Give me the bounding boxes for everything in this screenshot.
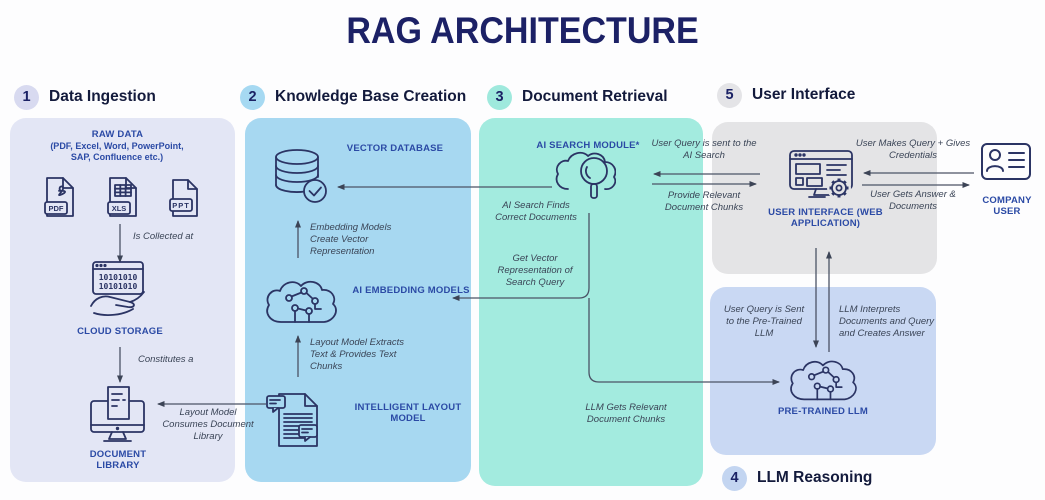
document-library-label: DOCUMENT LIBRARY [89,449,147,472]
arrow-search-to-embedding [452,213,590,301]
binary-text-row-1: 10101010 [99,273,138,282]
llm-gets-chunks-annotation: LLM Gets Relevant Document Chunks [585,402,667,425]
ai-embedding-models-icon [266,280,337,323]
pdf-file-icon: PDF [44,177,74,217]
constitutes-annotation: Constitutes a [138,354,194,365]
knowledge-base-panel [245,118,471,482]
arrow-search-to-llm [588,298,780,385]
cloud-storage-icon: 10101010 10101010 [90,261,145,316]
cloud-storage-label: CLOUD STORAGE [77,326,163,337]
ppt-file-icon: PPT [169,179,198,217]
document-retrieval-panel [479,118,703,486]
gear-icon [827,176,851,200]
pre-trained-llm-label: PRE-TRAINED LLM [777,406,869,417]
section-3-title: Document Retrieval [522,88,668,105]
search-finds-annotation: AI Search Finds Correct Documents [495,200,577,223]
embedding-create-annotation: Embedding Models Create Vector Represent… [310,222,392,257]
query-sent-annotation: User Query is sent to the AI Search [651,138,757,161]
raw-data-subtitle-1: (PDF, Excel, Word, PowerPoint, [50,141,184,151]
pre-trained-llm-icon [790,360,857,401]
xls-file-icon: XLS [107,177,137,217]
ai-embedding-models-label: AI EMBEDDING MODELS [352,285,470,296]
section-1-title: Data Ingestion [49,88,156,105]
llm-interprets-annotation: LLM Interprets Documents and Query and C… [839,304,935,339]
ai-search-module-icon [555,151,616,199]
section-1-badge: 1 [14,85,39,110]
is-collected-annotation: Is Collected at [133,231,194,242]
intelligent-layout-model-label: INTELLIGENT LAYOUT MODEL [354,402,462,425]
company-user-label: COMPANY USER [982,195,1032,218]
section-4-badge: 4 [722,466,747,491]
get-vector-annotation: Get Vector Representation of Search Quer… [497,253,573,288]
raw-data-subtitle-2: SAP, Confluence etc.) [70,152,164,162]
intelligent-layout-model-icon [266,393,318,447]
query-to-llm-annotation: User Query is Sent to the Pre-Trained LL… [723,304,805,339]
pdf-file-label: PDF [49,204,64,213]
document-library-icon [90,386,145,442]
ppt-file-label: PPT [172,201,190,210]
binary-text-row-2: 10101010 [99,282,138,291]
vector-database-icon [275,149,327,203]
section-5-title: User Interface [752,86,856,103]
page-title-text: RAG ARCHITECTURE [346,10,699,51]
user-interface-panel [712,122,937,274]
section-4-title: LLM Reasoning [757,469,873,486]
provide-chunks-annotation: Provide Relevant Document Chunks [664,190,744,213]
gets-answer-annotation: User Gets Answer & Documents [870,189,956,212]
xls-file-label: XLS [112,204,127,213]
user-interface-icon [789,150,853,200]
layout-consumes-annotation: Layout Model Consumes Document Library [162,407,254,442]
section-3-badge: 3 [487,85,512,110]
user-interface-label: USER INTERFACE (WEB APPLICATION) [768,207,883,230]
vector-database-label: VECTOR DATABASE [346,143,444,154]
section-2-title: Knowledge Base Creation [275,88,467,105]
raw-data-label: RAW DATA [91,129,144,140]
ai-search-module-label: AI SEARCH MODULE* [536,140,640,151]
makes-query-annotation: User Makes Query + Gives Credentials [855,138,971,161]
layout-extracts-annotation: Layout Model Extracts Text & Provides Te… [310,337,404,372]
page-title: RAG ARCHITECTURE [0,10,1045,52]
company-user-icon [981,143,1031,180]
section-2-badge: 2 [240,85,265,110]
section-5-badge: 5 [717,83,742,108]
